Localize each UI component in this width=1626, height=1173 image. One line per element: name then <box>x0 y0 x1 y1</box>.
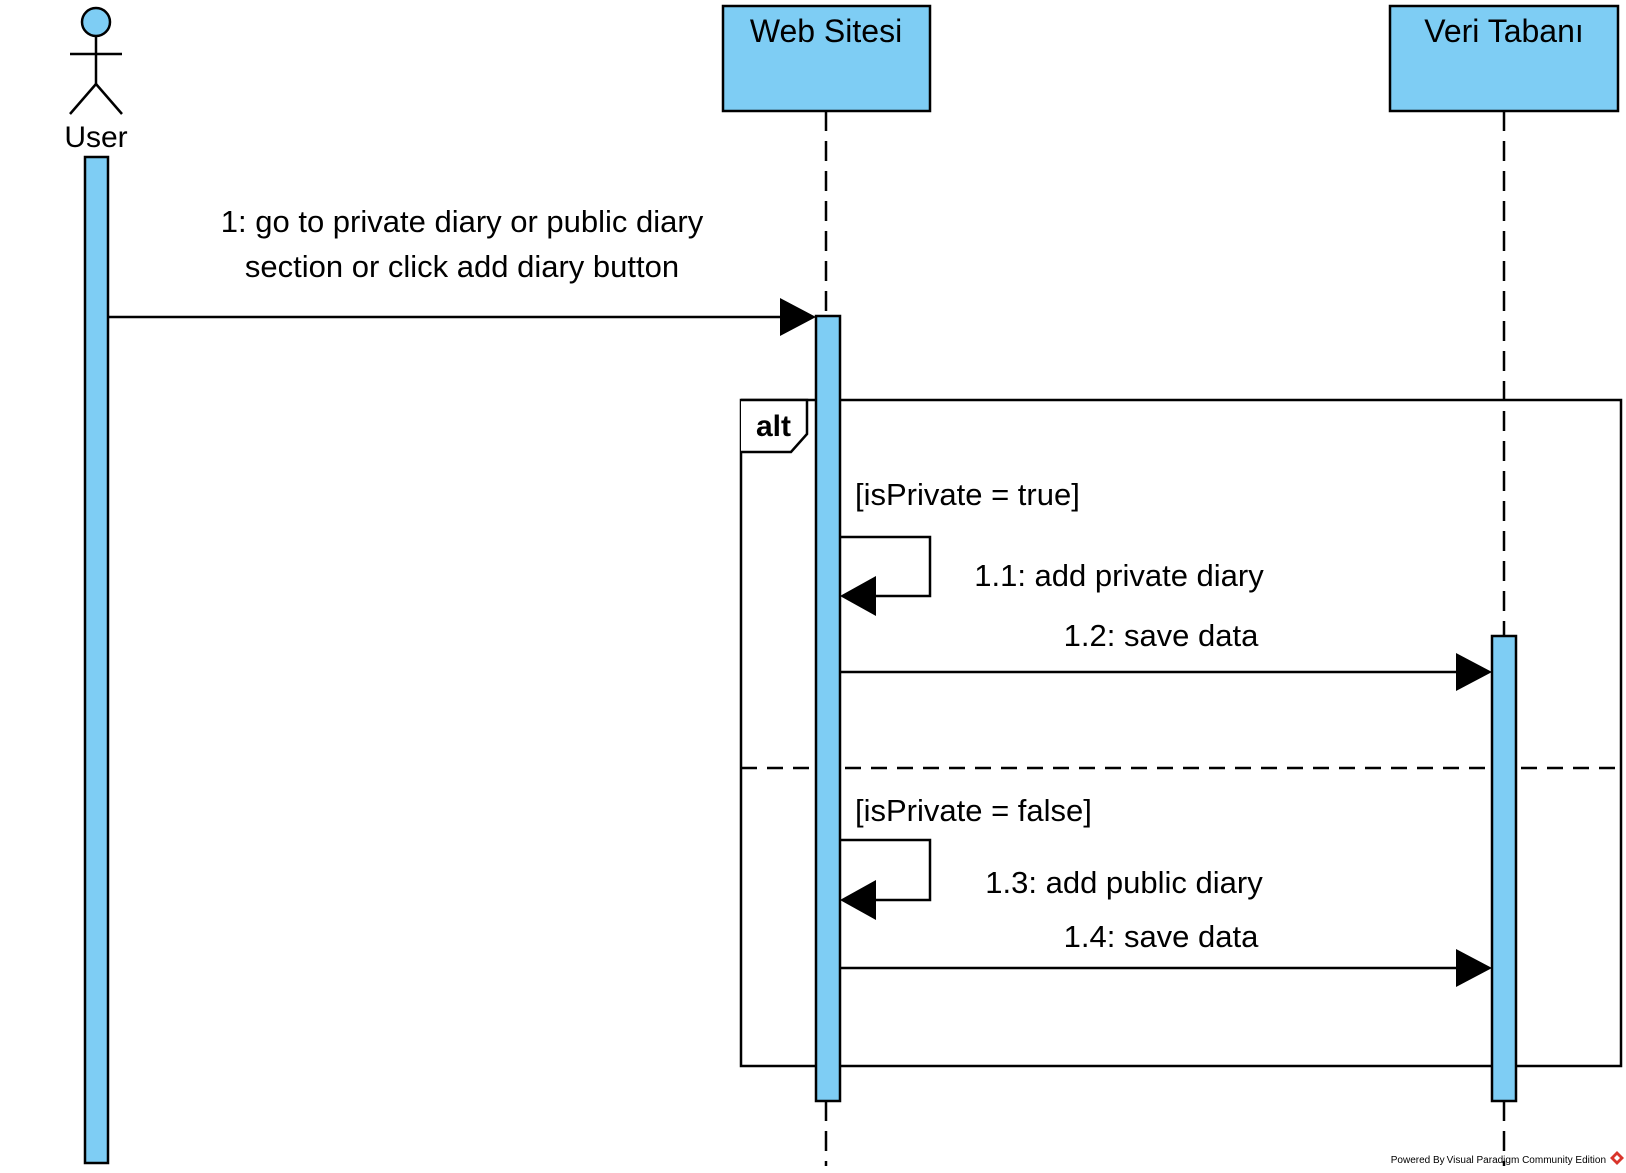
message-1-label-line2: section or click add diary button <box>245 249 679 284</box>
message-1-1-line <box>840 535 932 598</box>
message-1-1-arrowhead-icon <box>840 576 876 616</box>
message-1-4-arrowhead-icon <box>1456 949 1492 987</box>
footer-watermark: Powered By Visual Paradigm Community Edi… <box>1391 1155 1606 1166</box>
activation-bar-user <box>83 155 110 1165</box>
actor-head-icon <box>80 6 112 38</box>
message-1-3-line <box>840 838 932 902</box>
alt-fragment-frame <box>739 398 1623 1068</box>
alt-fragment-label-box <box>741 398 809 454</box>
actor-user <box>69 6 123 115</box>
visual-paradigm-logo-icon <box>1610 1151 1624 1165</box>
actor-label: User <box>64 121 127 154</box>
lifeline-label-web-sitesi: Web Sitesi <box>750 13 902 49</box>
lifeline-head-web-sitesi <box>721 4 932 113</box>
activation-bar-veri-tabani <box>1490 634 1518 1103</box>
guard-private-true: [isPrivate = true] <box>855 477 1080 512</box>
message-1-3-label: 1.3: add public diary <box>985 865 1263 900</box>
message-1-4-label: 1.4: save data <box>1064 919 1260 954</box>
message-1-label-line1: 1: go to private diary or public diary <box>221 204 704 239</box>
alt-operator: alt <box>756 410 791 443</box>
lifeline-label-veri-tabani: Veri Tabanı <box>1424 13 1584 49</box>
guard-private-false: [isPrivate = false] <box>855 793 1092 828</box>
activation-bar-web-sitesi <box>814 314 842 1103</box>
message-1-1-label: 1.1: add private diary <box>974 558 1264 593</box>
message-1-arrowhead-icon <box>780 298 816 336</box>
message-1-3-arrowhead-icon <box>840 880 876 920</box>
message-1-2-arrowhead-icon <box>1456 653 1492 691</box>
message-1-2-label: 1.2: save data <box>1064 618 1260 653</box>
